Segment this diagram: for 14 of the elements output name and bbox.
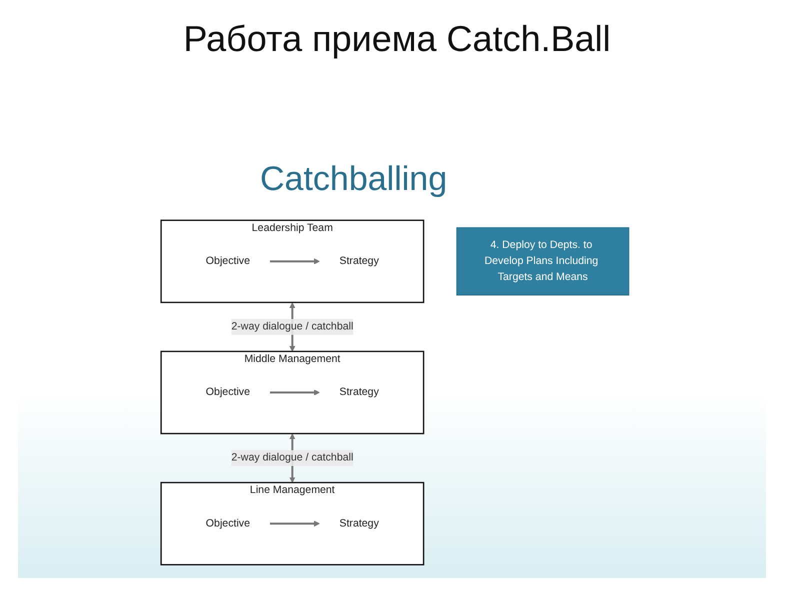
- node-text: Strategy: [339, 255, 379, 267]
- node-text: Strategy: [339, 386, 379, 398]
- node-text: Strategy: [339, 518, 379, 529]
- node-box: 4. Deploy to Depts. to Develop Plans Including Targets and Means: [456, 227, 630, 296]
- subtitle: Catchballing: [260, 160, 448, 199]
- node-text: Objective: [206, 386, 250, 398]
- node-text: Objective: [206, 518, 250, 529]
- edge-label: 2-way dialogue / catchball: [231, 320, 354, 332]
- arrow: [270, 520, 320, 527]
- arrow: [270, 258, 320, 264]
- arrow: [270, 390, 320, 396]
- node-text: Objective: [206, 255, 250, 267]
- edge-label: 2-way dialogue / catchball: [231, 452, 354, 464]
- slide-title: Работа приема Catch.Ball: [182, 18, 612, 60]
